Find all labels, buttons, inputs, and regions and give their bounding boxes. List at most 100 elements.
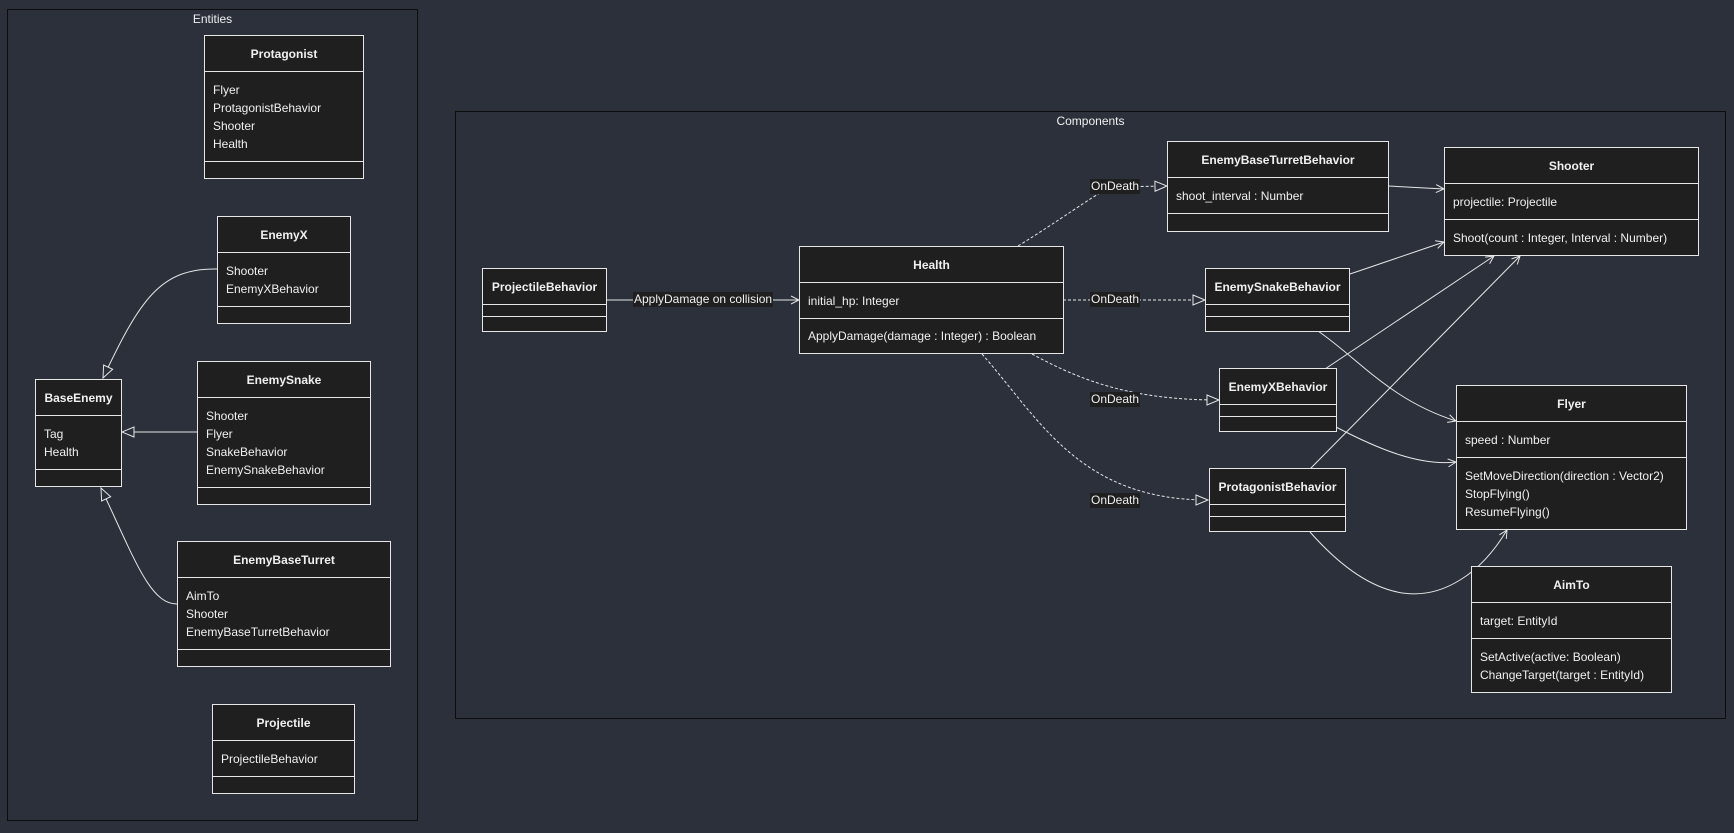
class-methods: ApplyDamage(damage : Integer) : Boolean: [800, 319, 1063, 353]
class-protagonistbehavior[interactable]: ProtagonistBehavior: [1209, 468, 1346, 532]
class-title: BaseEnemy: [36, 380, 121, 416]
class-empty-section: [178, 650, 390, 666]
class-enemybaseturretbehavior[interactable]: EnemyBaseTurretBehavior shoot_interval :…: [1167, 141, 1389, 232]
member: Shooter: [213, 118, 256, 133]
class-members: Shooter Flyer SnakeBehavior EnemySnakeBe…: [198, 398, 370, 488]
edge-snakebehavior-shooter: [1349, 242, 1444, 275]
components-group: Components: [455, 111, 1726, 719]
member: Shooter: [186, 606, 229, 621]
class-protagonist[interactable]: Protagonist Flyer ProtagonistBehavior Sh…: [204, 35, 364, 179]
class-enemysnake[interactable]: EnemySnake Shooter Flyer SnakeBehavior E…: [197, 361, 371, 505]
class-empty-section: [1210, 505, 1345, 517]
member: Flyer: [206, 426, 233, 441]
class-title: EnemyX: [218, 217, 350, 253]
edge-label-apply-damage: ApplyDamage on collision: [633, 292, 774, 307]
edge-health-enemyxbehavior: [1031, 353, 1219, 400]
edge-label-ondeath-snake: OnDeath: [1090, 292, 1141, 307]
member: Shooter: [226, 263, 269, 278]
attribute: speed : Number: [1465, 432, 1551, 447]
class-flyer[interactable]: Flyer speed : Number SetMoveDirection(di…: [1456, 385, 1687, 530]
entities-group: Entities: [7, 9, 418, 821]
class-title: Health: [800, 247, 1063, 283]
class-empty-section: [36, 470, 121, 486]
class-methods: SetMoveDirection(direction : Vector2) St…: [1457, 458, 1686, 529]
member: ProtagonistBehavior: [213, 100, 322, 115]
components-group-title: Components: [1056, 114, 1125, 128]
edge-xbehavior-shooter: [1324, 256, 1494, 370]
edge-turretbehavior-shooter: [1387, 186, 1444, 189]
edge-snakebehavior-flyer: [1317, 330, 1456, 421]
class-title: EnemySnake: [198, 362, 370, 398]
class-empty-section: [1210, 517, 1345, 531]
class-members: AimTo Shooter EnemyBaseTurretBehavior: [178, 578, 390, 650]
attribute: initial_hp: Integer: [808, 293, 900, 308]
member: AimTo: [186, 588, 220, 603]
method: ApplyDamage(damage : Integer) : Boolean: [808, 329, 1037, 343]
class-title: EnemySnakeBehavior: [1206, 269, 1349, 305]
edge-health-enemybaseturretbehavior: [1017, 186, 1167, 247]
class-empty-section: [483, 305, 606, 317]
method: Shoot(count : Integer, Interval : Number…: [1453, 230, 1668, 245]
class-empty-section: [1206, 317, 1349, 331]
edge-enemyx-baseenemy: [103, 268, 218, 378]
class-attributes: initial_hp: Integer: [800, 283, 1063, 319]
member: EnemyXBehavior: [226, 281, 319, 296]
class-projectile[interactable]: Projectile ProjectileBehavior: [212, 704, 355, 794]
class-title: Projectile: [213, 705, 354, 741]
member: Health: [44, 444, 79, 459]
class-empty-section: [483, 317, 606, 331]
method: SetActive(active: Boolean): [1480, 649, 1621, 664]
attribute: target: EntityId: [1480, 613, 1558, 628]
class-attributes: speed : Number: [1457, 422, 1686, 458]
member: EnemyBaseTurretBehavior: [186, 624, 330, 639]
member: Shooter: [206, 408, 249, 423]
edge-health-protagonistbehavior: [981, 353, 1208, 500]
class-enemyx[interactable]: EnemyX Shooter EnemyXBehavior: [217, 216, 351, 324]
member: EnemySnakeBehavior: [206, 462, 325, 477]
class-empty-section: [1168, 214, 1388, 231]
class-methods: SetActive(active: Boolean) ChangeTarget(…: [1472, 639, 1671, 692]
attribute: projectile: Projectile: [1453, 194, 1558, 209]
class-empty-section: [1206, 305, 1349, 317]
class-empty-section: [1220, 405, 1336, 417]
class-enemysnakebehavior[interactable]: EnemySnakeBehavior: [1205, 268, 1350, 332]
class-title: EnemyXBehavior: [1220, 369, 1336, 405]
class-members: Flyer ProtagonistBehavior Shooter Health: [205, 72, 363, 162]
method: SetMoveDirection(direction : Vector2): [1465, 468, 1664, 483]
edge-label-ondeath-x: OnDeath: [1090, 392, 1141, 407]
class-title: ProjectileBehavior: [483, 269, 606, 305]
edge-protagonistbehavior-shooter: [1309, 256, 1520, 470]
method: ChangeTarget(target : EntityId): [1480, 667, 1645, 682]
class-members: Shooter EnemyXBehavior: [218, 253, 350, 307]
attribute: shoot_interval : Number: [1176, 188, 1304, 203]
class-attributes: shoot_interval : Number: [1168, 178, 1388, 214]
class-enemybaseturret[interactable]: EnemyBaseTurret AimTo Shooter EnemyBaseT…: [177, 541, 391, 667]
class-shooter[interactable]: Shooter projectile: Projectile Shoot(cou…: [1444, 147, 1699, 256]
method: StopFlying(): [1465, 486, 1530, 501]
edge-enemybaseturret-baseenemy: [101, 488, 178, 605]
class-empty-section: [1220, 417, 1336, 431]
class-baseenemy[interactable]: BaseEnemy Tag Health: [35, 379, 122, 487]
class-enemyxbehavior[interactable]: EnemyXBehavior: [1219, 368, 1337, 432]
class-members: ProjectileBehavior: [213, 741, 354, 777]
member: Flyer: [213, 82, 240, 97]
class-title: Flyer: [1457, 386, 1686, 422]
class-health[interactable]: Health initial_hp: Integer ApplyDamage(d…: [799, 246, 1064, 354]
class-methods: Shoot(count : Integer, Interval : Number…: [1445, 220, 1698, 255]
class-projectilebehavior[interactable]: ProjectileBehavior: [482, 268, 607, 332]
edge-protagonistbehavior-flyer: [1309, 530, 1507, 595]
class-title: Protagonist: [205, 36, 363, 72]
class-title: AimTo: [1472, 567, 1671, 603]
class-title: ProtagonistBehavior: [1210, 469, 1345, 505]
edge-label-ondeath-protagonist: OnDeath: [1090, 493, 1141, 508]
member: Health: [213, 136, 248, 151]
class-title: EnemyBaseTurretBehavior: [1168, 142, 1388, 178]
method: ResumeFlying(): [1465, 504, 1550, 519]
class-empty-section: [213, 777, 354, 793]
member: ProjectileBehavior: [221, 751, 318, 766]
class-title: EnemyBaseTurret: [178, 542, 390, 578]
class-aimto[interactable]: AimTo target: EntityId SetActive(active:…: [1471, 566, 1672, 693]
class-attributes: target: EntityId: [1472, 603, 1671, 639]
class-empty-section: [218, 307, 350, 323]
